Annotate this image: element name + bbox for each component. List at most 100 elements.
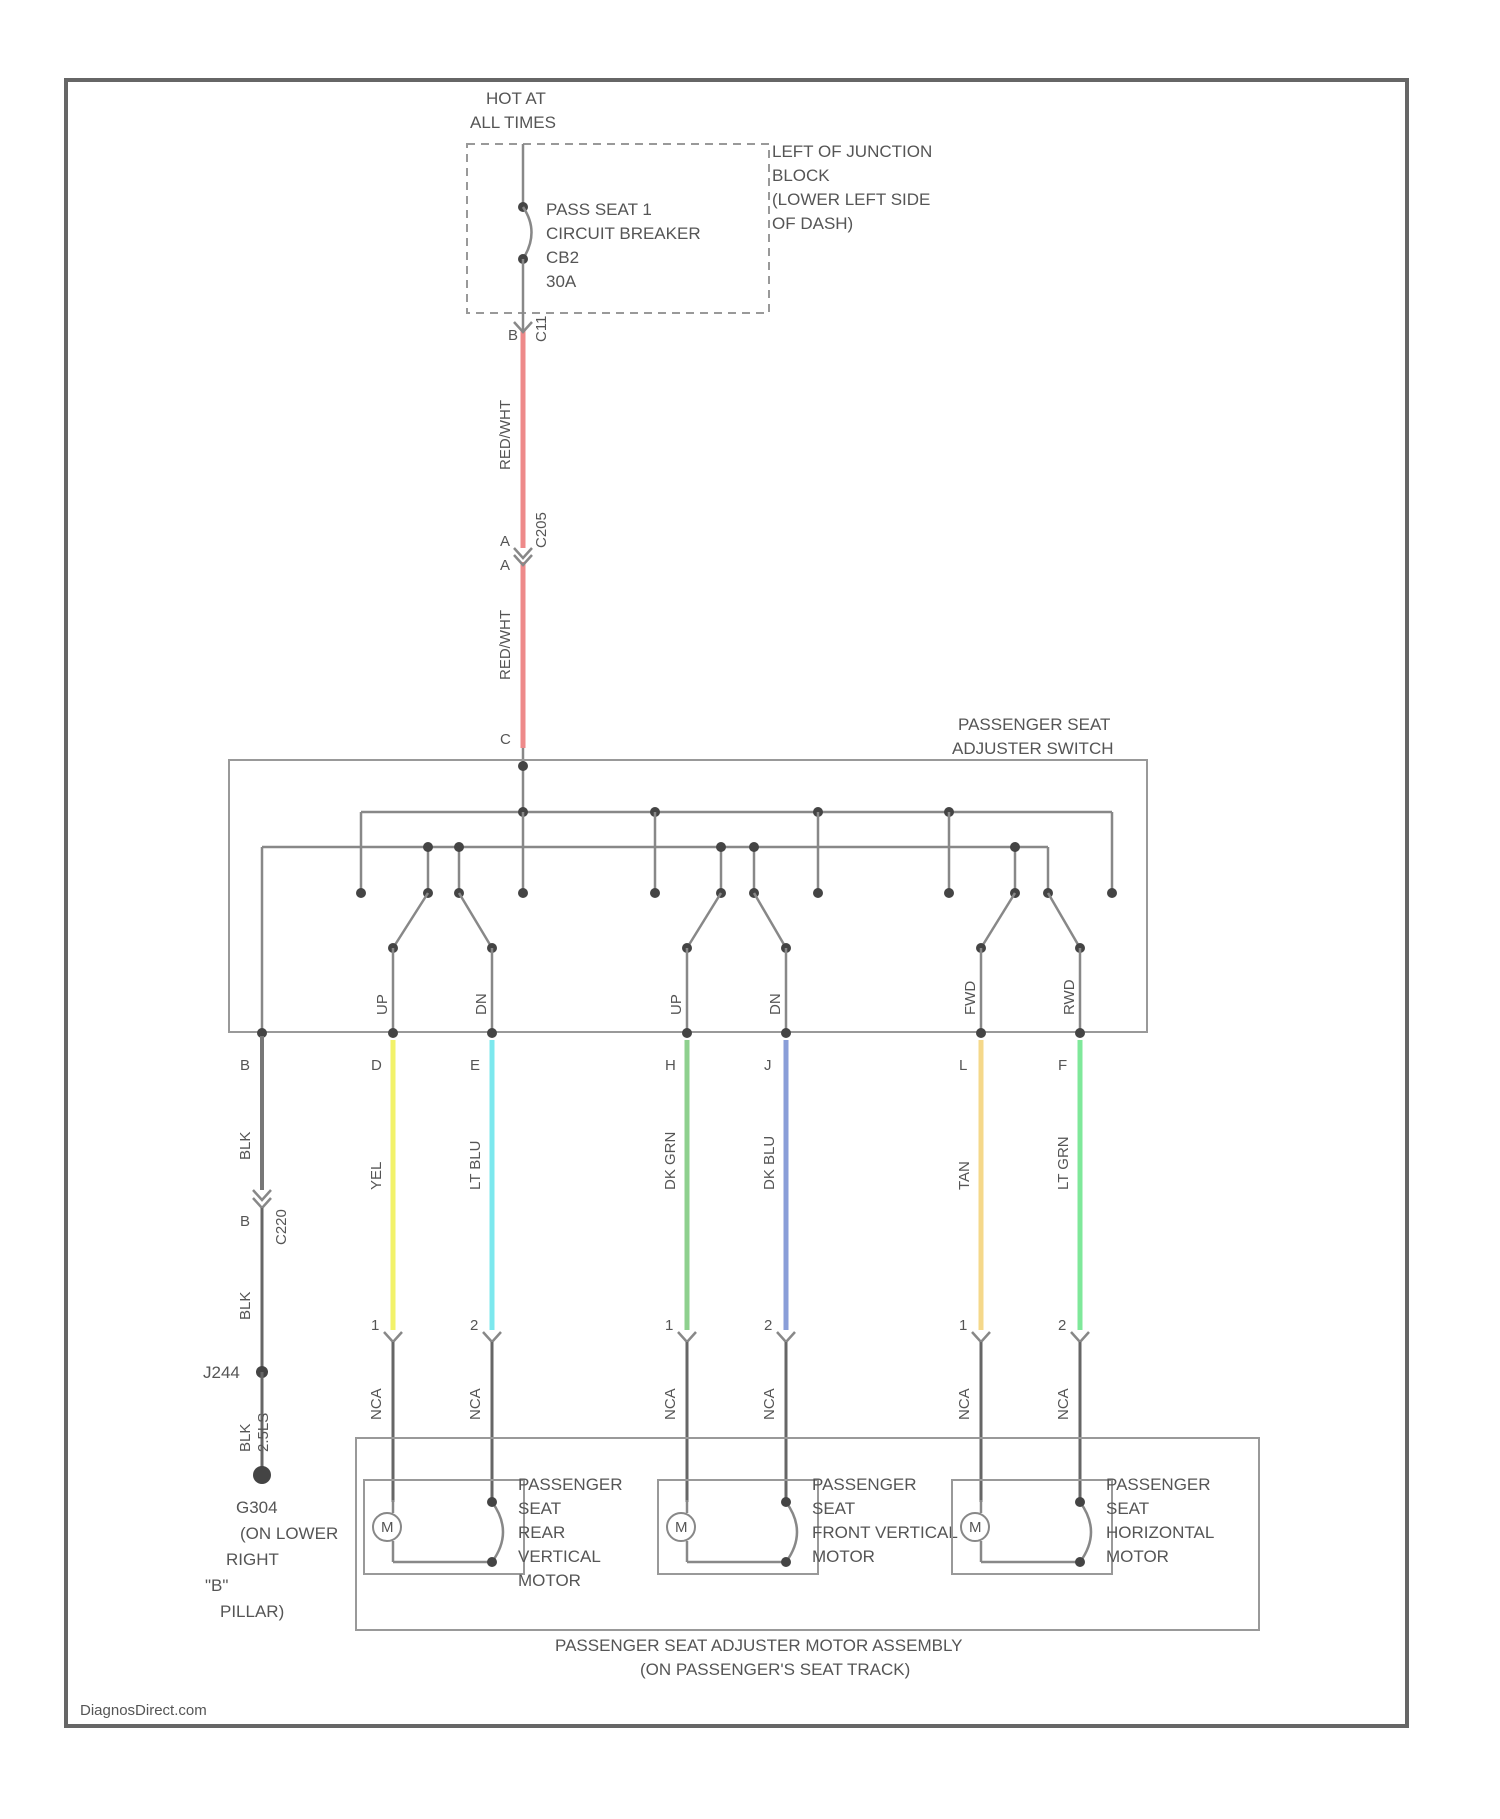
ground-location-3: "B" [205,1576,228,1595]
pin-c205-b: A [500,557,510,574]
breaker-rating-label: 30A [546,272,577,291]
connector-c220-label: C220 [273,1209,290,1245]
motor-wire-label: NCA [1055,1388,1072,1420]
motor-label-1: PASSENGER [812,1475,917,1494]
motor-wire-label: NCA [662,1388,679,1420]
location-line-3: (LOWER LEFT SIDE [772,190,930,209]
connector-c220-icon [253,1190,271,1208]
switch-contact-2: DN [473,993,490,1015]
motor-pin-label: 1 [959,1317,967,1334]
motor-pin-label: 2 [470,1317,478,1334]
motor-pin-label: 2 [764,1317,772,1334]
pin-switch-power: C [500,731,511,748]
switch-blades [388,893,1085,1030]
switch-contact-4: DN [767,993,784,1015]
motor-label-1: PASSENGER [1106,1475,1211,1494]
motor-label-1: PASSENGER [518,1475,623,1494]
wire-color-label: BLK [237,1132,254,1160]
all-times-label: ALL TIMES [470,113,556,132]
seat-motor-2: M PASSENGER SEAT FRONT VERTICAL MOTOR [658,1475,958,1574]
motor-label-2: SEAT [812,1499,855,1518]
circuit-breaker-icon [518,144,532,313]
switch-pin-dot [388,1028,398,1038]
wire-1: B BLK [237,1028,267,1190]
motor-label-4: MOTOR [812,1547,875,1566]
motor-label-3: HORIZONTAL [1106,1523,1214,1542]
switch-pin-dot [487,1028,497,1038]
ground-location-2: RIGHT [226,1550,279,1569]
switch-pin-label: F [1058,1057,1067,1074]
wire-color-label: LT GRN [1055,1136,1072,1190]
switch-pin-dot [682,1028,692,1038]
ground-location-4: PILLAR) [220,1602,284,1621]
motor-label-4: VERTICAL [518,1547,601,1566]
motor-symbol: M [381,1519,394,1536]
motor-label-4: MOTOR [1106,1547,1169,1566]
breaker-id-label: CB2 [546,248,579,267]
watermark: DiagnosDirect.com [80,1702,207,1719]
seat-motor-3: M PASSENGER SEAT HORIZONTAL MOTOR [952,1475,1214,1574]
motor-wire-label: NCA [467,1388,484,1420]
switch-title-line-2: ADJUSTER SWITCH [952,739,1114,758]
wire-color-label: DK GRN [662,1132,679,1190]
location-line-2: BLOCK [772,166,830,185]
motor-pin-label: 1 [665,1317,673,1334]
ground-strap-color: BLK [237,1424,254,1452]
assembly-title-line-2: (ON PASSENGER'S SEAT TRACK) [640,1660,910,1679]
pin-c11: B [508,327,518,344]
hot-at-label: HOT AT [486,89,546,108]
motor-label-2: SEAT [1106,1499,1149,1518]
switch-pin-label: D [371,1057,382,1074]
ground-strap-note: 2.5LS [255,1413,272,1452]
ground-wire-color-lower: BLK [237,1292,254,1320]
switch-title-line-1: PASSENGER SEAT [958,715,1110,734]
wire-color-label: TAN [956,1161,973,1190]
pin-c205-a: A [500,533,510,550]
connector-c11-label: C11 [533,316,550,342]
switch-contact-1: UP [374,994,391,1015]
switch-contact-6: RWD [1061,979,1078,1015]
wire-color-label: LT BLU [467,1141,484,1190]
ground-g304-icon [253,1466,271,1484]
connector-c205-label: C205 [533,512,550,548]
location-line-1: LEFT OF JUNCTION [772,142,932,161]
switch-contact-5: FWD [962,981,979,1015]
motor-label-2: SEAT [518,1499,561,1518]
breaker-type-label: CIRCUIT BREAKER [546,224,701,243]
wire-color-label: YEL [368,1162,385,1190]
pin-c220: B [240,1213,250,1230]
ground-location-1: (ON LOWER [240,1524,338,1543]
switch-pin-label: L [959,1057,967,1074]
motor-symbol: M [675,1519,688,1536]
switch-pin-dot [976,1028,986,1038]
motor-label-3: FRONT VERTICAL [812,1523,958,1542]
location-line-4: OF DASH) [772,214,853,233]
motor-pin-label: 2 [1058,1317,1066,1334]
breaker-name-label: PASS SEAT 1 [546,200,652,219]
switch-pin-label: B [240,1057,250,1074]
motor-wire-label: NCA [368,1388,385,1420]
motor-symbol: M [969,1519,982,1536]
switch-pin-label: J [764,1057,772,1074]
ground-g304-label: G304 [236,1498,278,1517]
motor-wire-label: NCA [956,1388,973,1420]
motor-label-5: MOTOR [518,1571,581,1590]
switch-bus-network [262,761,1117,1030]
switch-contact-labels: UP DN UP DN FWD RWD [374,979,1078,1015]
splice-j244-label: J244 [203,1363,240,1382]
motor-wire-label: NCA [761,1388,778,1420]
wire-color-upper: RED/WHT [497,400,514,470]
wire-color-lower: RED/WHT [497,610,514,680]
assembly-title-line-1: PASSENGER SEAT ADJUSTER MOTOR ASSEMBLY [555,1636,962,1655]
switch-contact-3: UP [668,994,685,1015]
motor-label-3: REAR [518,1523,565,1542]
switch-pin-dot [781,1028,791,1038]
